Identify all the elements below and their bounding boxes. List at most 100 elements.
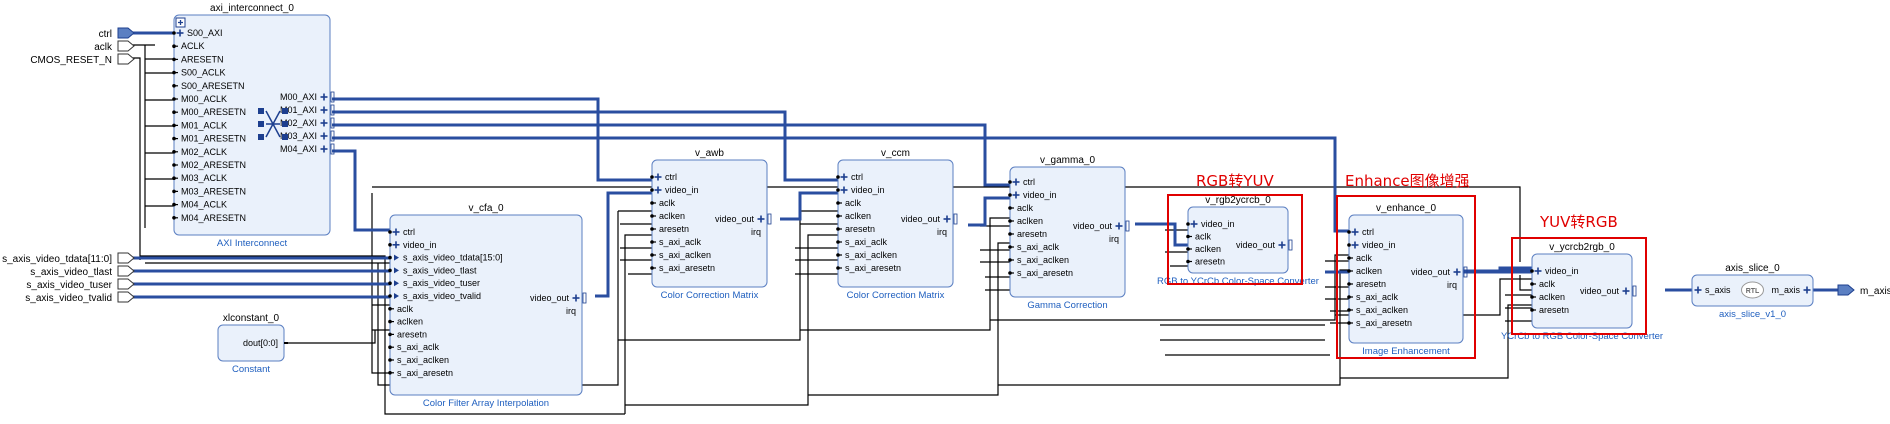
port-video-out[interactable]: video_out [1236,239,1293,251]
port-m00-aclk[interactable]: M00_ACLK [172,94,227,104]
port-s-axis-video-tlast[interactable]: s_axis_video_tlast [388,265,477,275]
port-s-axis-video-tvalid[interactable]: s_axis_video_tvalid [388,291,481,301]
port-aclken[interactable]: aclken [836,211,871,221]
ctrl-port[interactable]: ctrl [99,27,135,40]
port-s-axis-video-tdata-15-0-[interactable]: s_axis_video_tdata[15:0] [388,253,503,263]
block-body[interactable] [389,214,583,396]
port-s-axi-aresetn[interactable]: s_axi_aresetn [388,368,453,378]
port-video-out[interactable]: video_out [1411,266,1468,278]
port-s00-aresetn[interactable]: S00_ARESETN [172,81,245,91]
port-aresetn[interactable]: aresetn [1186,257,1225,267]
port-aclken[interactable]: aclken [1186,244,1221,254]
port-aresetn[interactable]: aresetn [650,224,689,234]
tuser-port[interactable]: s_axis_video_tuser [26,278,135,291]
port-s-axi-aclken[interactable]: s_axi_aclken [650,250,711,260]
port-ctrl[interactable]: ctrl [388,227,415,237]
port-m02-aclk[interactable]: M02_ACLK [172,147,227,157]
port-m02-axi[interactable]: M02_AXI [280,117,335,129]
port-m01-aresetn[interactable]: M01_ARESETN [172,134,246,144]
port-video-in[interactable]: video_in [1347,240,1396,250]
port-aresetn[interactable]: aresetn [836,224,875,234]
port-aclk[interactable]: aclk [388,304,414,314]
port-video-in[interactable]: video_in [1530,266,1579,276]
port-ctrl[interactable]: ctrl [1347,227,1374,237]
block-body[interactable] [837,159,954,288]
port-s-axi-aclk[interactable]: s_axi_aclk [836,237,888,247]
port-aclk[interactable]: aclk [650,198,676,208]
port-m00-axi[interactable]: M00_AXI [280,91,335,103]
port-s-axi-aclk[interactable]: s_axi_aclk [388,342,440,352]
port-video-in[interactable]: video_in [388,240,437,250]
port-s-axis-video-tuser[interactable]: s_axis_video_tuser [388,278,480,288]
port-aresetn[interactable]: aresetn [388,329,427,339]
block-body[interactable] [1187,206,1289,274]
port-video-in[interactable]: video_in [836,185,885,195]
block-body[interactable] [1348,214,1464,344]
tdata-port[interactable]: s_axis_video_tdata[11:0] [2,252,135,265]
tvalid-port[interactable]: s_axis_video_tvalid [25,291,135,304]
block-body[interactable] [1531,253,1633,329]
port-aclken[interactable]: aclken [1008,216,1043,226]
port-ctrl[interactable]: ctrl [1008,177,1035,187]
port-aresetn[interactable]: ARESETN [172,54,224,64]
port-m04-axi[interactable]: M04_AXI [280,143,335,155]
port-m00-aresetn[interactable]: M00_ARESETN [172,107,246,117]
port-aresetn[interactable]: aresetn [1347,279,1386,289]
port-s-axi-aclk[interactable]: s_axi_aclk [650,237,702,247]
m-axis-output-port[interactable]: m_axis [1837,284,1890,297]
port-s-axi-aresetn[interactable]: s_axi_aresetn [1008,268,1073,278]
port-ctrl[interactable]: ctrl [650,172,677,182]
port-ctrl[interactable]: ctrl [836,172,863,182]
port-aresetn[interactable]: aresetn [1530,305,1569,315]
port-aclken[interactable]: aclken [1347,266,1382,276]
port-aclken[interactable]: aclken [388,317,423,327]
port-video-in[interactable]: video_in [1186,219,1235,229]
port-irq[interactable]: irq [566,306,576,316]
block-body[interactable] [651,159,768,288]
block-body[interactable] [1009,166,1126,298]
port-m04-aclk[interactable]: M04_ACLK [172,200,227,210]
port-s-axi-aclken[interactable]: s_axi_aclken [1008,255,1069,265]
port-s-axi-aclken[interactable]: s_axi_aclken [1347,305,1408,315]
port-video-in[interactable]: video_in [1008,190,1057,200]
port-irq[interactable]: irq [751,227,761,237]
port-video-out[interactable]: video_out [1073,220,1130,232]
port-s-axi-aresetn[interactable]: s_axi_aresetn [650,263,715,273]
port-s00-axi[interactable]: S00_AXI [172,28,223,38]
port-video-out[interactable]: video_out [901,213,958,225]
port-aclk[interactable]: aclk [1186,232,1212,242]
port-s-axi-aclken[interactable]: s_axi_aclken [836,250,897,260]
port-aclk[interactable]: ACLK [172,41,205,51]
port-irq[interactable]: irq [1109,234,1119,244]
port-s-axi-aclken[interactable]: s_axi_aclken [388,355,449,365]
tlast-port[interactable]: s_axis_video_tlast [30,265,135,278]
port-aclken[interactable]: aclken [1530,292,1565,302]
port-m03-axi[interactable]: M03_AXI [280,130,335,142]
port-m04-aresetn[interactable]: M04_ARESETN [172,213,246,223]
port-s-axi-aresetn[interactable]: s_axi_aresetn [836,263,901,273]
port-s-axi-aclk[interactable]: s_axi_aclk [1008,242,1060,252]
port-irq[interactable]: irq [1447,280,1457,290]
port-aclk[interactable]: aclk [1530,279,1556,289]
port-video-out[interactable]: video_out [1580,285,1637,297]
port-m03-aresetn[interactable]: M03_ARESETN [172,186,246,196]
port-m03-aclk[interactable]: M03_ACLK [172,173,227,183]
cmos-reset-port[interactable]: CMOS_RESET_N [30,53,135,66]
port-s00-aclk[interactable]: S00_ACLK [172,68,226,78]
port-video-out[interactable]: video_out [715,213,772,225]
add-slave-icon[interactable] [175,17,186,28]
port-s-axi-aclk[interactable]: s_axi_aclk [1347,292,1399,302]
port-video-in[interactable]: video_in [650,185,699,195]
aclk-port[interactable]: aclk [94,40,135,53]
port-dout-0-0-[interactable]: dout[0:0] [243,338,278,348]
port-aclk[interactable]: aclk [836,198,862,208]
